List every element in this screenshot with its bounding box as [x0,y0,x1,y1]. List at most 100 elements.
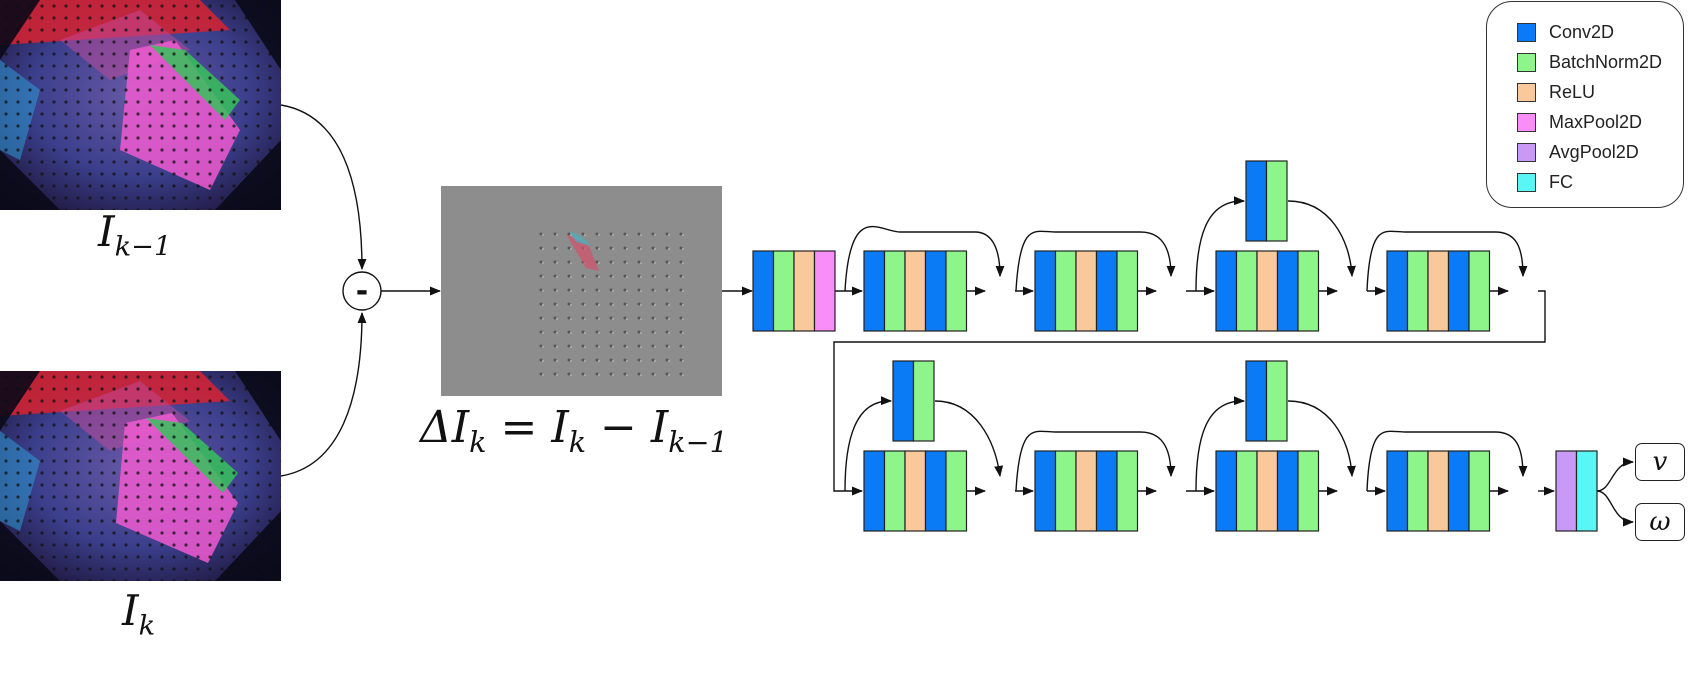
layer-bn [772,250,795,332]
layer-relu [1427,250,1450,332]
layer-bn [1116,450,1139,532]
edge-head-to-omega [1596,490,1635,527]
layer-relu [1256,450,1279,532]
layer-bn [1235,450,1258,532]
skip-r1-2 [1015,230,1176,292]
skip-r2-3b [1287,400,1356,478]
eq-term1: I [551,402,569,453]
resblock-row1-2 [863,250,968,332]
layer-bn [1468,450,1491,532]
difference-equation: ΔIk = Ik − Ik−1 [420,402,728,459]
layer-conv [752,250,775,332]
layer-bn [945,250,968,332]
subtract-symbol: - [356,274,368,309]
frame-prev-label-sub: k−1 [114,231,172,263]
downsample-row1-6 [1245,160,1288,242]
layer-conv [863,250,886,332]
legend-item-relu: ReLU [1517,81,1595,103]
resblock-row2-9 [1215,450,1320,532]
layer-conv [924,450,947,532]
legend-label-relu: ReLU [1549,81,1596,102]
layer-bn [883,250,906,332]
layer-bn [1468,250,1491,332]
layer-bn [1054,450,1077,532]
layer-conv [1276,250,1299,332]
frame-prev-label: Ik−1 [98,207,171,262]
layer-relu [904,450,927,532]
skip-r2-1a [844,396,893,492]
layer-fc [1575,450,1598,532]
frame-prev-label-base: I [98,207,115,256]
layer-conv [1034,450,1057,532]
eq-term2-sub: k−1 [668,424,728,459]
legend-swatch-maxpool2d [1517,112,1536,132]
resblock-row1-3 [1034,250,1139,332]
layer-conv [1386,450,1409,532]
skip-r1-4 [1366,230,1528,292]
legend: Conv2D BatchNorm2D ReLU MaxPool2D AvgPoo… [1486,1,1684,208]
resblock-row1-4 [1215,250,1320,332]
layer-bn [945,450,968,532]
layer-conv [1034,250,1057,332]
legend-item-avgpool2d: AvgPool2D [1517,141,1639,163]
layer-relu [1256,250,1279,332]
skip-r1-3b [1287,200,1356,278]
frame-curr-label-sub: k [138,610,156,642]
layer-bn [1116,250,1139,332]
layer-conv [1447,250,1470,332]
layer-maxpool [813,250,836,332]
downsample-row2b-12 [1245,360,1288,442]
layer-bn [1406,250,1429,332]
layer-conv [1095,450,1118,532]
eq-lhs: ΔI [420,402,470,453]
eq-minus: − [586,402,651,453]
skip-r2-3a [1195,396,1246,492]
resblock-row2-10 [1386,450,1491,532]
skip-r1-1 [844,225,1005,292]
legend-item-conv2d: Conv2D [1517,21,1614,43]
skip-r2-1b [934,400,1004,478]
layer-conv [1447,450,1470,532]
layer-conv [924,250,947,332]
layer-conv [1215,250,1238,332]
layer-relu [1075,250,1098,332]
legend-label-fc: FC [1549,171,1573,192]
legend-label-conv2d: Conv2D [1549,21,1615,42]
resblock-row2-7 [863,450,968,532]
layer-relu [1075,450,1098,532]
legend-item-batchnorm2d: BatchNorm2D [1517,51,1662,73]
layer-bn [1265,360,1288,442]
frame-prev-image [0,0,281,210]
layer-conv [1215,450,1238,532]
edge-curr-to-subtract [280,311,367,477]
resblock-row1-5 [1386,250,1491,332]
legend-swatch-fc [1517,172,1536,192]
legend-swatch-avgpool2d [1517,142,1536,162]
legend-swatch-batchnorm2d [1517,52,1536,72]
output-omega: ω [1635,503,1685,541]
layer-relu [1427,450,1450,532]
resblock-row2-8 [1034,450,1139,532]
layer-conv [1245,360,1268,442]
eq-term2: I [650,402,669,453]
layer-conv [1276,450,1299,532]
layer-avgpool [1555,450,1578,532]
layer-relu [904,250,927,332]
output-v: v [1635,443,1685,481]
legend-swatch-relu [1517,82,1536,102]
subtract-node: - [342,271,382,311]
layer-bn [912,360,935,442]
skip-r2-2 [1015,430,1176,492]
layer-bn [1406,450,1429,532]
layer-relu [793,250,816,332]
frame-curr-label: Ik [122,586,155,641]
layer-bn [1297,250,1320,332]
skip-r2-4 [1366,430,1528,492]
layer-conv [892,360,915,442]
layer-bn [1297,450,1320,532]
legend-label-batchnorm2d: BatchNorm2D [1549,51,1663,72]
legend-label-avgpool2d: AvgPool2D [1549,141,1639,162]
stem-block-1 [752,250,836,332]
legend-item-maxpool2d: MaxPool2D [1517,111,1642,133]
